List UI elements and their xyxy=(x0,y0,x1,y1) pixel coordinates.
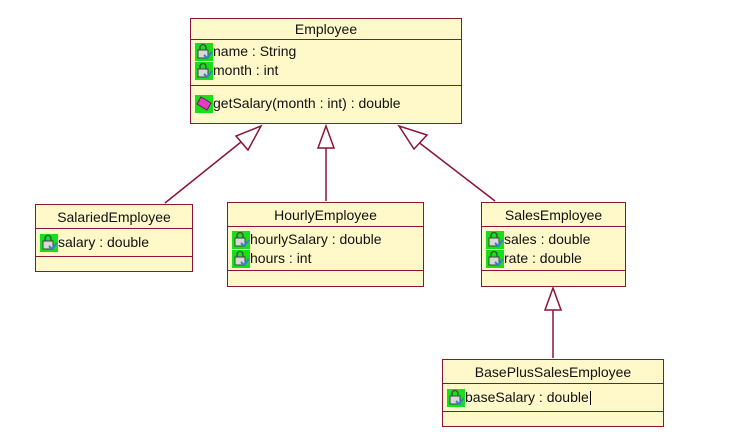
attributes-section: hourlySalary : double hours : int xyxy=(228,227,423,271)
attribute-text: name : String xyxy=(213,43,297,59)
class-salaried-employee[interactable]: SalariedEmployee salary : double xyxy=(35,204,193,272)
methods-section xyxy=(443,412,663,426)
attribute-text: baseSalary : double xyxy=(465,389,589,405)
text-cursor xyxy=(589,390,591,405)
private-attribute-icon xyxy=(232,249,250,268)
methods-section xyxy=(482,271,625,285)
attribute-text: hourlySalary : double xyxy=(250,231,382,247)
method-row[interactable]: getSalary(month : int) : double xyxy=(195,94,461,113)
generalization-line-sales xyxy=(416,140,496,202)
attribute-row[interactable]: hours : int xyxy=(232,249,423,268)
method-text: getSalary(month : int) : double xyxy=(213,95,401,111)
attribute-text: month : int xyxy=(213,62,279,78)
generalization-line-salaried xyxy=(164,133,252,204)
attribute-row[interactable]: name : String xyxy=(195,42,461,61)
attribute-row[interactable]: month : int xyxy=(195,61,461,80)
attribute-text: rate : double xyxy=(504,250,582,266)
attribute-row[interactable]: salary : double xyxy=(40,233,192,252)
methods-section xyxy=(36,257,192,271)
public-method-icon xyxy=(195,94,213,113)
attribute-row[interactable]: rate : double xyxy=(486,249,625,268)
generalization-arrowhead-baseplus xyxy=(543,285,563,311)
attribute-text: sales : double xyxy=(504,231,591,247)
class-sales-employee[interactable]: SalesEmployee sales : double rate xyxy=(481,202,626,287)
class-base-plus-sales-employee[interactable]: BasePlusSalesEmployee baseSalary : doubl… xyxy=(442,359,664,427)
attributes-section: salary : double xyxy=(36,229,192,257)
class-name: Employee xyxy=(191,19,461,40)
generalization-arrowhead-hourly xyxy=(316,123,336,149)
methods-section: getSalary(month : int) : double xyxy=(191,86,461,115)
attribute-row[interactable]: sales : double xyxy=(486,230,625,249)
private-attribute-icon xyxy=(486,230,504,249)
class-name: SalariedEmployee xyxy=(36,205,192,229)
attribute-row[interactable]: baseSalary : double xyxy=(447,388,663,407)
generalization-arrowhead-salaried xyxy=(234,124,263,152)
private-attribute-icon xyxy=(40,233,58,252)
private-attribute-icon xyxy=(195,61,213,80)
methods-section xyxy=(228,271,423,285)
class-hourly-employee[interactable]: HourlyEmployee hourlySalary : double xyxy=(227,202,424,287)
private-attribute-icon xyxy=(486,249,504,268)
class-name: BasePlusSalesEmployee xyxy=(443,360,663,384)
generalization-arrowhead-sales xyxy=(397,124,429,151)
class-employee[interactable]: Employee name : String month : int xyxy=(190,18,462,124)
attributes-section: sales : double rate : double xyxy=(482,227,625,271)
attributes-section: name : String month : int xyxy=(191,40,461,86)
class-name: SalesEmployee xyxy=(482,203,625,227)
class-name: HourlyEmployee xyxy=(228,203,423,227)
private-attribute-icon xyxy=(195,42,213,61)
private-attribute-icon xyxy=(232,230,250,249)
attribute-text: hours : int xyxy=(250,250,312,266)
private-attribute-icon xyxy=(447,388,465,407)
attribute-text: salary : double xyxy=(58,234,150,250)
attribute-row[interactable]: hourlySalary : double xyxy=(232,230,423,249)
attributes-section: baseSalary : double xyxy=(443,384,663,412)
